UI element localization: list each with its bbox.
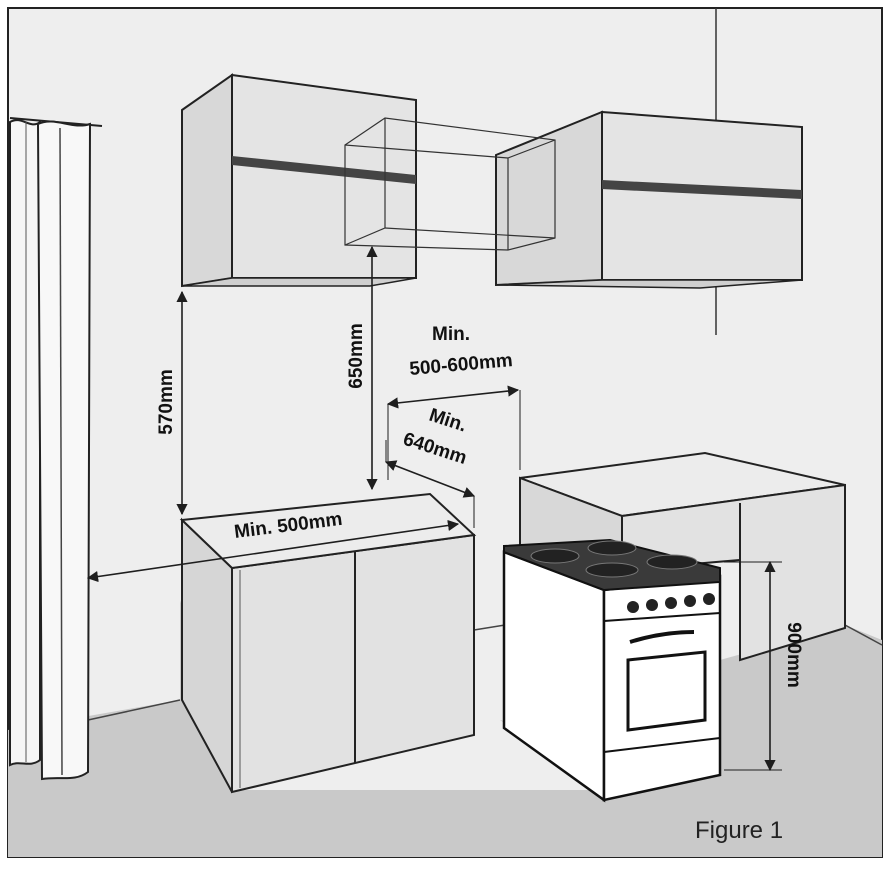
label-650mm: 650mm — [346, 323, 367, 389]
dim-line-500 — [86, 519, 460, 583]
dim-line-500-600 — [386, 385, 520, 409]
oven-window — [626, 650, 707, 732]
burner — [587, 540, 637, 556]
curtain — [9, 117, 103, 781]
label-min-side: Min. — [432, 324, 470, 345]
upper-right-cabinet — [495, 110, 803, 289]
burner — [530, 548, 580, 564]
upper-left-cabinet — [181, 73, 417, 288]
knob — [684, 595, 696, 607]
cabinet-handle — [602, 180, 802, 199]
burner — [646, 554, 698, 570]
right-counter — [519, 451, 846, 662]
floor — [8, 600, 882, 857]
dim-line-640 — [384, 460, 476, 498]
oven-handle — [629, 630, 695, 644]
knob — [703, 593, 715, 605]
knob — [627, 601, 639, 613]
figure-caption: Figure 1 — [695, 817, 783, 844]
cooker — [502, 538, 722, 803]
label-570mm: 570mm — [156, 369, 177, 435]
dimension-lines — [86, 245, 782, 772]
knob — [646, 599, 658, 611]
label-900mm: 900mm — [783, 622, 804, 688]
hood-space-outline — [344, 117, 556, 251]
cabinet-handle — [232, 156, 416, 184]
knob — [665, 597, 677, 609]
burner — [585, 562, 639, 578]
